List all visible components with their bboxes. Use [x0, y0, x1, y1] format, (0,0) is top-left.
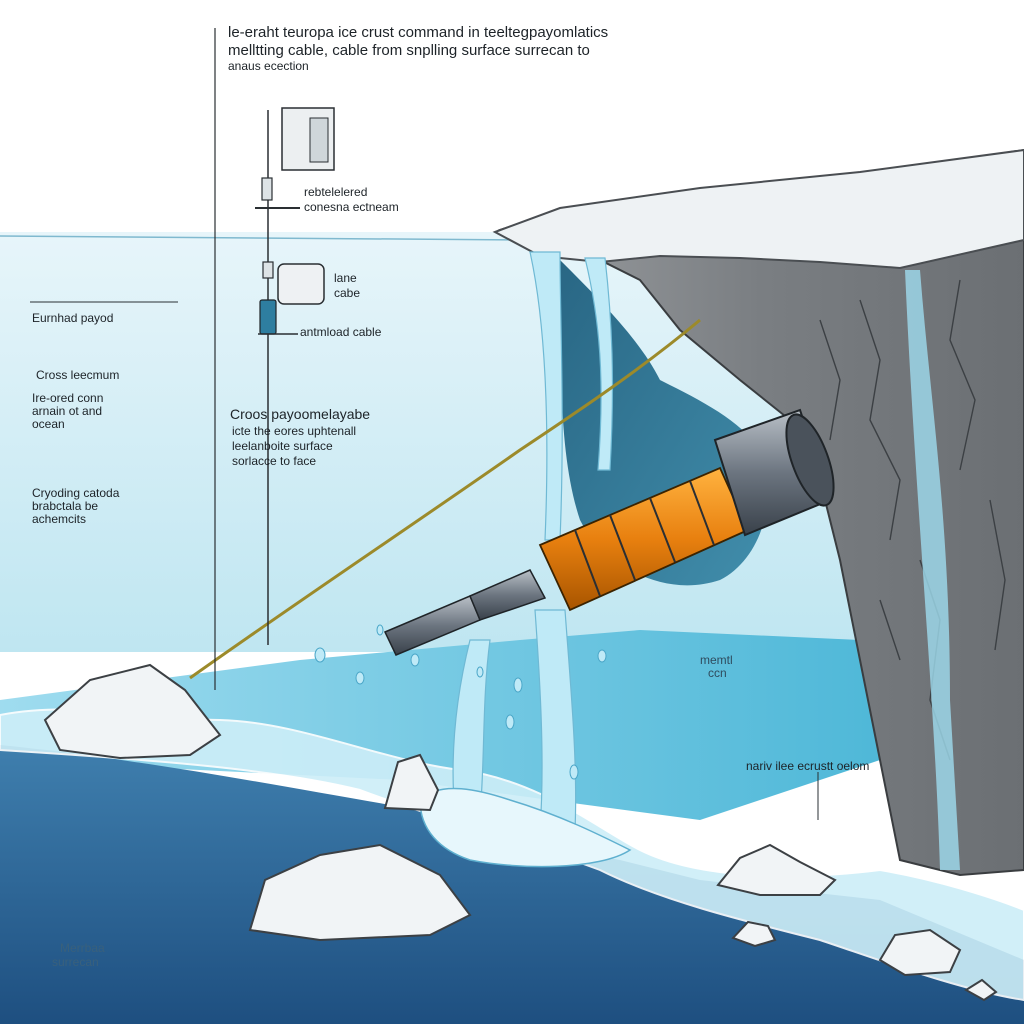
ice-block-right	[716, 843, 837, 896]
label-cryoding-1: Cryoding catoda	[32, 486, 120, 500]
label-ire-3: ocean	[32, 417, 65, 431]
label-cross-left: Cross leecmum	[36, 368, 120, 382]
label-ire-2: arnain ot and	[32, 404, 103, 418]
ice-blocks	[43, 663, 998, 1002]
ice-block-center	[248, 843, 472, 942]
label-cryoding-2: brabctala be	[32, 499, 99, 513]
label-eurnhad: Eurnhad payod	[32, 311, 114, 325]
ocean-surface	[0, 630, 880, 820]
label-meml-1: memtl	[700, 653, 733, 667]
label-ire-1: Ire-ored conn	[32, 391, 104, 405]
label-meml-2: ccn	[708, 666, 727, 680]
cable-reel	[261, 177, 273, 201]
label-bottom-2: surrecan	[52, 955, 99, 969]
label-lane-2: cabe	[334, 286, 361, 300]
deep-ocean	[0, 745, 1024, 1024]
water-droplets	[314, 624, 607, 780]
cliff-top-ice	[492, 148, 1024, 270]
horizon-line	[0, 235, 521, 241]
label-rebelled-2: conesna ectneam	[304, 200, 399, 214]
label-cross-mid-4: sorlacce to face	[232, 454, 317, 468]
ice-block-small	[383, 753, 440, 812]
cliff-waterfall	[905, 270, 960, 870]
title-line-3: anaus ecection	[228, 59, 309, 73]
ice-block-left	[43, 663, 222, 760]
title-line-2: melltting cable, cable from snplling sur…	[228, 42, 590, 59]
ice-block-far-right	[878, 928, 962, 977]
tether-cable	[189, 318, 701, 680]
label-cryoding-3: achemcits	[32, 512, 87, 526]
label-rebelled-1: rebtelelered	[304, 185, 368, 199]
label-cross-mid-2: icte the eores uphtenall	[232, 424, 357, 438]
label-cross-mid-1: Croos payoomelayabe	[230, 406, 371, 422]
splash-pool	[419, 787, 632, 868]
label-nariv: nariv ilee ecrustt oelom	[746, 759, 870, 773]
meltwater-streams	[452, 251, 614, 831]
label-cross-mid-3: leelanboite surface	[232, 439, 333, 453]
melting-probe	[383, 408, 835, 656]
payload-unit	[277, 263, 325, 305]
label-lane-1: lane	[334, 271, 357, 285]
label-antmload: antmload cable	[300, 325, 382, 339]
label-bottom-1: Merrbaa	[60, 941, 105, 955]
payload-capsule	[259, 299, 277, 335]
title-line-1: le-eraht teuropa ice crust command in te…	[228, 24, 609, 41]
